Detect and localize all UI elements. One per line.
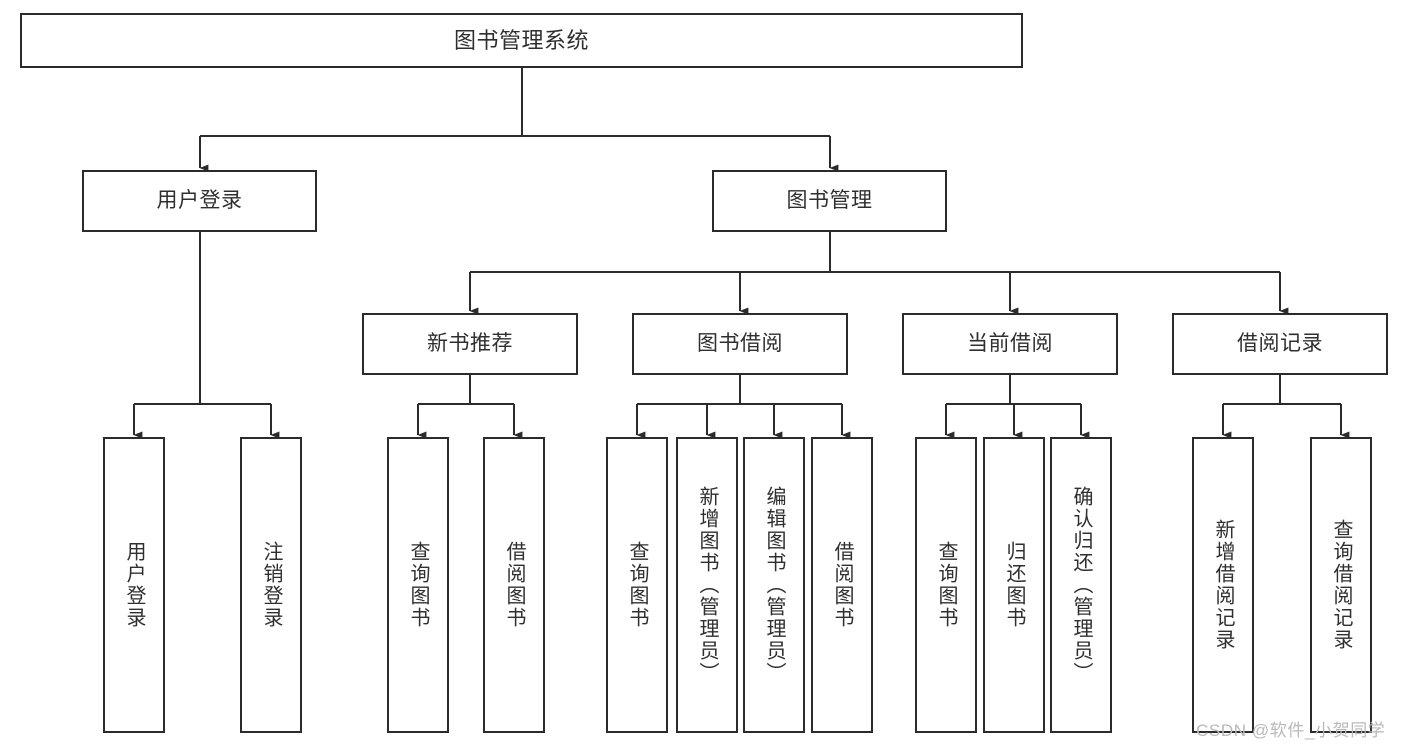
node-borrow_record[interactable]: 借阅记录 [1172, 313, 1388, 375]
node-label: 新书推荐 [427, 331, 513, 355]
watermark: CSDN @软件_小贺同学 [1196, 721, 1386, 740]
node-leaf_edit_book[interactable]: 编辑图书（管理员） [743, 437, 805, 733]
node-leaf_logout[interactable]: 注销登录 [240, 437, 302, 733]
node-leaf_borrow_b1[interactable]: 借阅图书 [483, 437, 545, 733]
node-leaf_query_rec[interactable]: 查询借阅记录 [1310, 437, 1372, 733]
edge-paths [132, 68, 1350, 439]
node-label: 查询图书 [935, 541, 957, 629]
node-label: 图书借阅 [697, 331, 783, 355]
node-leaf_query_b3[interactable]: 查询图书 [915, 437, 977, 733]
node-leaf_confirm[interactable]: 确认归还（管理员） [1050, 437, 1112, 733]
node-root[interactable]: 图书管理系统 [20, 13, 1023, 68]
node-leaf_user_login[interactable]: 用户登录 [103, 437, 165, 733]
node-label: 查询图书 [407, 541, 429, 629]
node-label: 借阅图书 [503, 541, 525, 629]
node-label: 用户登录 [123, 541, 145, 629]
node-label: 用户登录 [156, 188, 243, 212]
node-label: 编辑图书（管理员） [763, 486, 785, 684]
node-book_borrow[interactable]: 图书借阅 [632, 313, 848, 375]
node-label: 查询借阅记录 [1330, 519, 1352, 651]
node-book_mgmt[interactable]: 图书管理 [712, 170, 947, 232]
node-label: 借阅记录 [1237, 331, 1323, 355]
node-leaf_return[interactable]: 归还图书 [983, 437, 1045, 733]
node-label: 确认归还（管理员） [1070, 486, 1092, 684]
node-label: 查询图书 [626, 541, 648, 629]
node-current_borrow[interactable]: 当前借阅 [902, 313, 1118, 375]
node-label: 归还图书 [1003, 541, 1025, 629]
node-label: 图书管理 [786, 188, 873, 212]
node-label: 注销登录 [260, 541, 282, 629]
node-leaf_borrow_b2[interactable]: 借阅图书 [811, 437, 873, 733]
node-new_book_rec[interactable]: 新书推荐 [362, 313, 578, 375]
node-label: 新增借阅记录 [1212, 519, 1234, 651]
node-label: 新增图书（管理员） [696, 486, 718, 684]
node-user_login[interactable]: 用户登录 [82, 170, 317, 232]
node-leaf_query_b2[interactable]: 查询图书 [606, 437, 668, 733]
node-label: 借阅图书 [831, 541, 853, 629]
node-label: 图书管理系统 [453, 27, 589, 53]
node-leaf_add_rec[interactable]: 新增借阅记录 [1192, 437, 1254, 733]
node-leaf_add_book[interactable]: 新增图书（管理员） [676, 437, 738, 733]
node-label: 当前借阅 [967, 331, 1053, 355]
node-leaf_query_b1[interactable]: 查询图书 [387, 437, 449, 733]
